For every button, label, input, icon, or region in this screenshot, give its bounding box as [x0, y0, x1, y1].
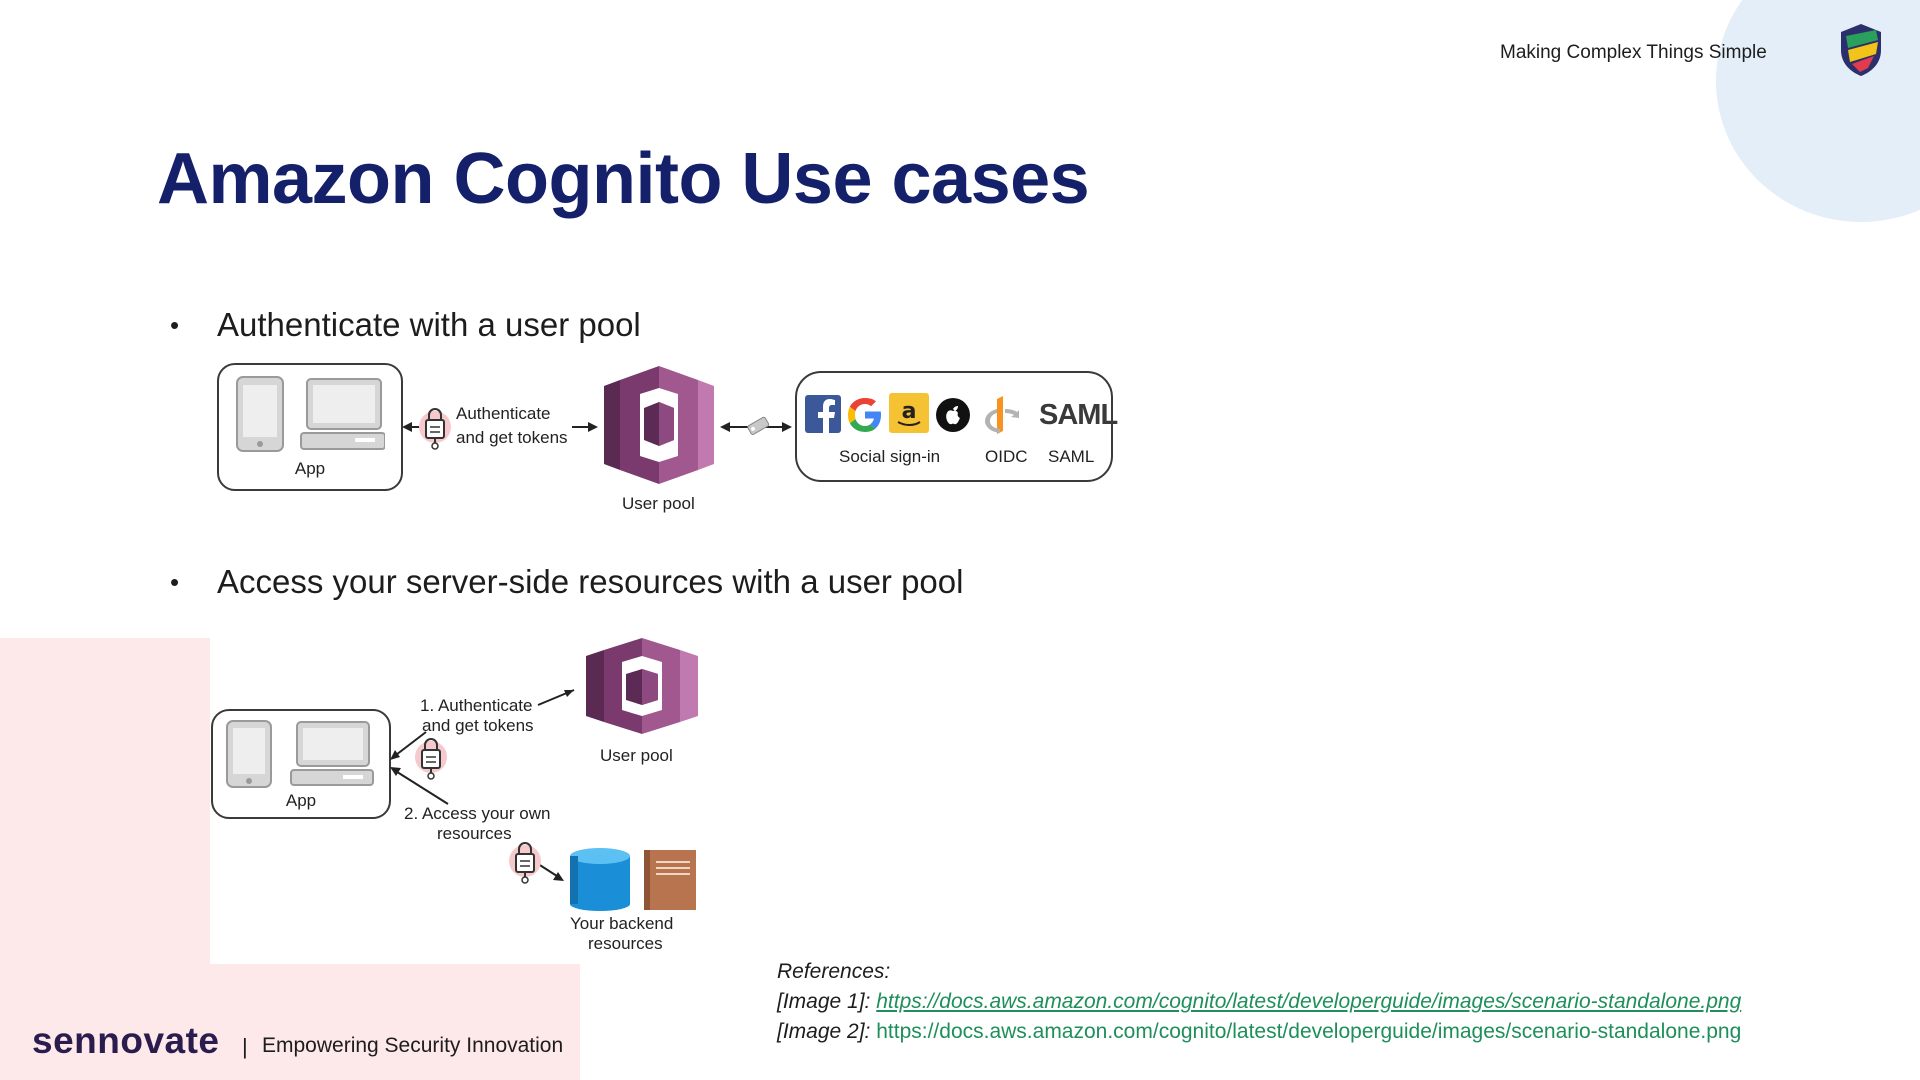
footer-tagline: Empowering Security Innovation	[262, 1034, 564, 1057]
app-box: App	[211, 709, 391, 819]
token-lock-icon	[414, 732, 448, 782]
database-icon	[570, 848, 630, 911]
app-box: App	[217, 363, 403, 491]
cognito-user-pool-icon	[604, 366, 714, 484]
backend-label-line1: Your backend	[570, 914, 674, 933]
openid-icon	[985, 396, 1019, 434]
decorative-circle	[1716, 0, 1920, 222]
token-lock-icon	[508, 836, 542, 886]
shield-icon	[1838, 22, 1884, 78]
saml-logo: SAML	[1039, 399, 1118, 431]
userpool-label: User pool	[622, 494, 695, 513]
userpool-label: User pool	[600, 746, 673, 765]
app-label: App	[294, 459, 326, 478]
facebook-icon	[805, 395, 841, 433]
auth-label-line1: Authenticate	[456, 404, 551, 423]
header-tagline: Making Complex Things Simple	[1500, 42, 1767, 63]
references: References: [Image 1]: https://docs.aws.…	[777, 957, 1741, 1047]
footer-separator: |	[242, 1034, 248, 1059]
step2-label-line2: resources	[437, 824, 512, 843]
reference-label: [Image 2]:	[777, 1020, 871, 1043]
reference-label: [Image 1]:	[777, 990, 871, 1013]
oidc-label: OIDC	[985, 447, 1028, 466]
amazon-icon: a	[889, 393, 929, 433]
bullet-marker: •	[170, 567, 180, 597]
storage-bucket-icon	[644, 850, 696, 910]
references-heading: References:	[777, 960, 891, 983]
bullet-marker: •	[170, 310, 180, 340]
step1-label-line2: and get tokens	[422, 716, 534, 735]
saml-label: SAML	[1048, 447, 1095, 466]
reference-item: [Image 2]: https://docs.aws.amazon.com/c…	[777, 1017, 1741, 1047]
apple-icon	[936, 398, 970, 432]
reference-link[interactable]: https://docs.aws.amazon.com/cognito/late…	[876, 990, 1742, 1013]
federation-arrows	[720, 416, 792, 435]
google-icon	[848, 398, 881, 432]
page-title: Amazon Cognito Use cases	[157, 139, 1090, 219]
app-label: App	[285, 791, 317, 810]
reference-item: [Image 1]: https://docs.aws.amazon.com/c…	[777, 987, 1741, 1017]
bullet-text: Authenticate with a user pool	[217, 306, 641, 343]
brand-logo: sennovate	[32, 1020, 220, 1061]
backend-label-line2: resources	[588, 934, 663, 953]
identity-providers-box: a SAML Social sign-in OIDC SAML	[795, 371, 1118, 482]
svg-text:a: a	[902, 399, 917, 424]
step2-label-line1: 2. Access your own	[404, 804, 551, 823]
cognito-user-pool-icon	[586, 638, 698, 734]
auth-label-line2: and get tokens	[456, 428, 568, 447]
token-lock-icon	[418, 402, 452, 452]
social-signin-label: Social sign-in	[839, 447, 941, 466]
devices-icon	[236, 376, 385, 452]
bullet-text: Access your server-side resources with a…	[217, 563, 964, 600]
reference-link[interactable]: https://docs.aws.amazon.com/cognito/late…	[876, 1020, 1742, 1043]
devices-icon	[226, 720, 374, 788]
step1-label-line1: 1. Authenticate	[420, 696, 533, 715]
flow-arrows	[390, 689, 575, 881]
